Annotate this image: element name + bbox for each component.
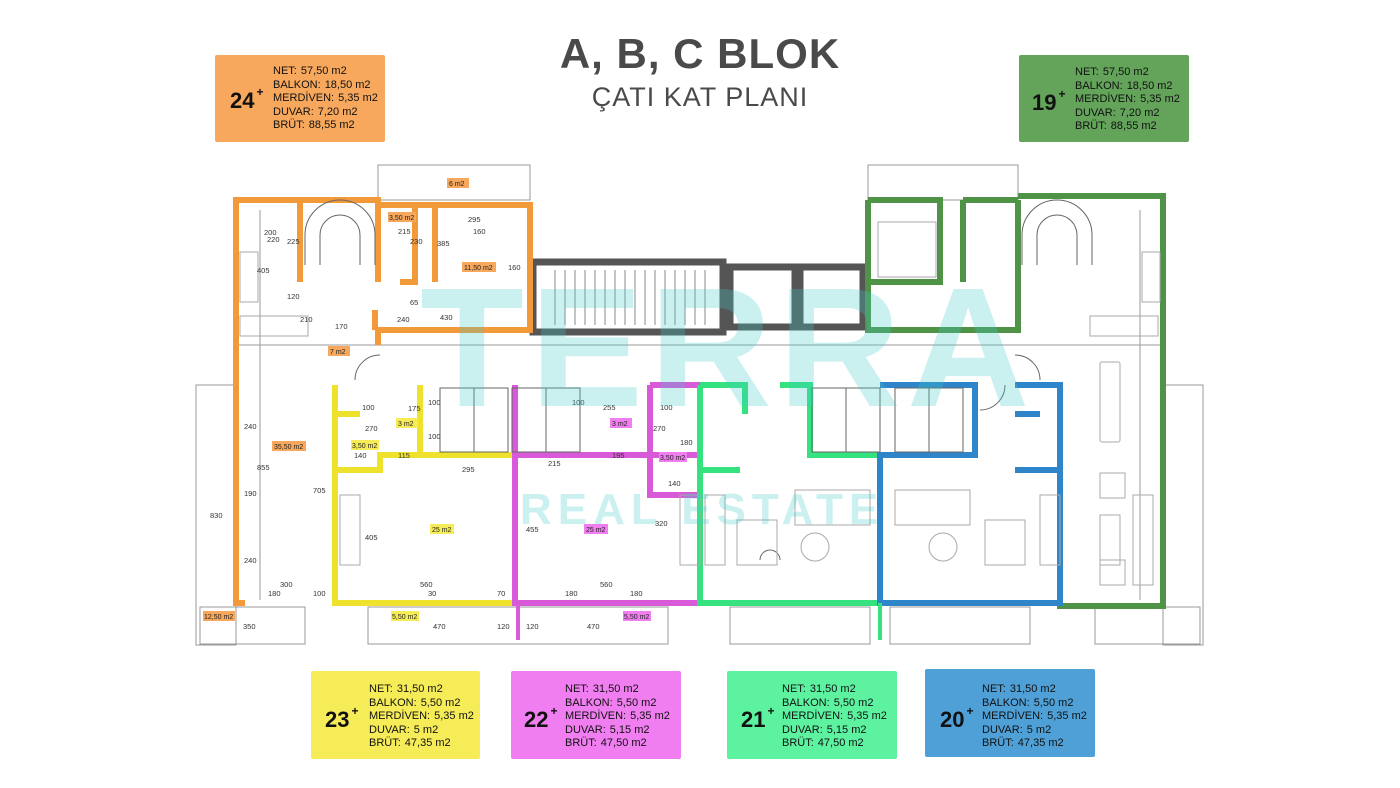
unit-card-24: 24+ NET:57,50 m2 BALKON:18,50 m2 MERDİVE… — [215, 55, 385, 142]
unit-card-20: 20+ NET:31,50 m2 BALKON:5,50 m2 MERDİVEN… — [925, 669, 1095, 757]
unit-24-walls — [233, 197, 381, 600]
svg-text:215: 215 — [398, 227, 411, 236]
unit-number: 22+ — [524, 703, 558, 732]
svg-text:255: 255 — [603, 403, 616, 412]
svg-text:100: 100 — [572, 398, 585, 407]
svg-text:385: 385 — [437, 239, 450, 248]
svg-text:25 m2: 25 m2 — [432, 527, 452, 534]
svg-text:830: 830 — [210, 511, 223, 520]
svg-text:300: 300 — [280, 580, 293, 589]
unit-19-walls — [865, 200, 1021, 333]
round-table — [800, 532, 830, 562]
svg-text:320: 320 — [655, 519, 668, 528]
right-balcony-outline — [1162, 384, 1204, 646]
svg-text:560: 560 — [420, 580, 433, 589]
plan-title: A, B, C BLOK — [559, 30, 841, 77]
unit-21-walls — [697, 382, 883, 606]
svg-text:30: 30 — [428, 589, 436, 598]
svg-text:3,50 m2: 3,50 m2 — [389, 215, 414, 222]
svg-text:405: 405 — [257, 266, 270, 275]
svg-text:100: 100 — [313, 589, 326, 598]
svg-text:120: 120 — [526, 622, 539, 631]
svg-text:230: 230 — [410, 237, 423, 246]
svg-text:240: 240 — [244, 556, 257, 565]
svg-text:3 m2: 3 m2 — [398, 421, 414, 428]
svg-text:5,50 m2: 5,50 m2 — [392, 614, 417, 621]
unit-card-23: 23+ NET:31,50 m2 BALKON:5,50 m2 MERDİVEN… — [311, 671, 480, 759]
unit-card-22: 22+ NET:31,50 m2 BALKON:5,50 m2 MERDİVEN… — [511, 671, 681, 759]
svg-text:35,50 m2: 35,50 m2 — [274, 444, 303, 451]
svg-text:470: 470 — [587, 622, 600, 631]
svg-text:560: 560 — [600, 580, 613, 589]
unit-number: 20+ — [940, 703, 974, 732]
svg-text:175: 175 — [408, 404, 421, 413]
svg-text:295: 295 — [462, 465, 475, 474]
svg-text:11,50 m2: 11,50 m2 — [464, 265, 493, 272]
svg-text:180: 180 — [680, 438, 693, 447]
svg-text:140: 140 — [668, 479, 681, 488]
svg-text:120: 120 — [287, 292, 300, 301]
unit-number: 23+ — [325, 703, 359, 732]
unit-number: 24+ — [230, 84, 264, 113]
unit-20-walls — [877, 382, 1063, 606]
svg-text:270: 270 — [653, 424, 666, 433]
unit-23-walls — [332, 385, 518, 606]
svg-text:295: 295 — [468, 215, 481, 224]
svg-text:195: 195 — [612, 451, 625, 460]
stair-19-spiral — [1021, 199, 1093, 265]
stair-24-spiral — [304, 199, 376, 265]
svg-text:3,50 m2: 3,50 m2 — [660, 455, 685, 462]
svg-text:200: 200 — [264, 228, 277, 237]
svg-text:170: 170 — [335, 322, 348, 331]
svg-text:160: 160 — [473, 227, 486, 236]
svg-text:180: 180 — [630, 589, 643, 598]
svg-text:705: 705 — [313, 486, 326, 495]
svg-text:190: 190 — [244, 489, 257, 498]
svg-text:3 m2: 3 m2 — [612, 421, 628, 428]
svg-text:455: 455 — [526, 525, 539, 534]
bed — [877, 221, 937, 278]
svg-text:270: 270 — [365, 424, 378, 433]
svg-text:215: 215 — [548, 459, 561, 468]
svg-text:210: 210 — [300, 315, 313, 324]
svg-text:470: 470 — [433, 622, 446, 631]
plan-subtitle: ÇATI KAT PLANI — [591, 82, 809, 112]
svg-text:115: 115 — [398, 451, 410, 460]
svg-text:70: 70 — [497, 589, 505, 598]
svg-text:220: 220 — [267, 235, 280, 244]
svg-text:405: 405 — [365, 533, 378, 542]
svg-text:25 m2: 25 m2 — [586, 527, 606, 534]
svg-text:160: 160 — [508, 263, 521, 272]
unit-card-21: 21+ NET:31,50 m2 BALKON:5,50 m2 MERDİVEN… — [727, 671, 897, 759]
svg-text:350: 350 — [243, 622, 256, 631]
svg-text:5,50 m2: 5,50 m2 — [624, 614, 649, 621]
svg-text:240: 240 — [244, 422, 257, 431]
svg-text:225: 225 — [287, 237, 300, 246]
svg-text:855: 855 — [257, 463, 270, 472]
svg-text:100: 100 — [428, 432, 441, 441]
svg-text:240: 240 — [397, 315, 410, 324]
svg-text:12,50 m2: 12,50 m2 — [204, 614, 233, 621]
area-tag: 6 m2 — [449, 181, 465, 188]
svg-text:180: 180 — [268, 589, 281, 598]
svg-text:7 m2: 7 m2 — [330, 349, 346, 356]
svg-text:180: 180 — [565, 589, 578, 598]
svg-text:100: 100 — [660, 403, 673, 412]
unit-number: 21+ — [741, 703, 775, 732]
svg-text:120: 120 — [497, 622, 510, 631]
svg-text:100: 100 — [428, 398, 441, 407]
dining-table — [1099, 361, 1121, 443]
unit-card-19: 19+ NET:57,50 m2 BALKON:18,50 m2 MERDİVE… — [1019, 55, 1189, 142]
svg-text:3,50 m2: 3,50 m2 — [352, 443, 377, 450]
top-balcony-outline — [377, 164, 531, 201]
svg-text:140: 140 — [354, 451, 367, 460]
svg-text:430: 430 — [440, 313, 453, 322]
svg-text:65: 65 — [410, 298, 418, 307]
unit-number: 19+ — [1032, 86, 1066, 115]
top-right-balcony-outline — [867, 164, 1019, 201]
svg-text:100: 100 — [362, 403, 375, 412]
